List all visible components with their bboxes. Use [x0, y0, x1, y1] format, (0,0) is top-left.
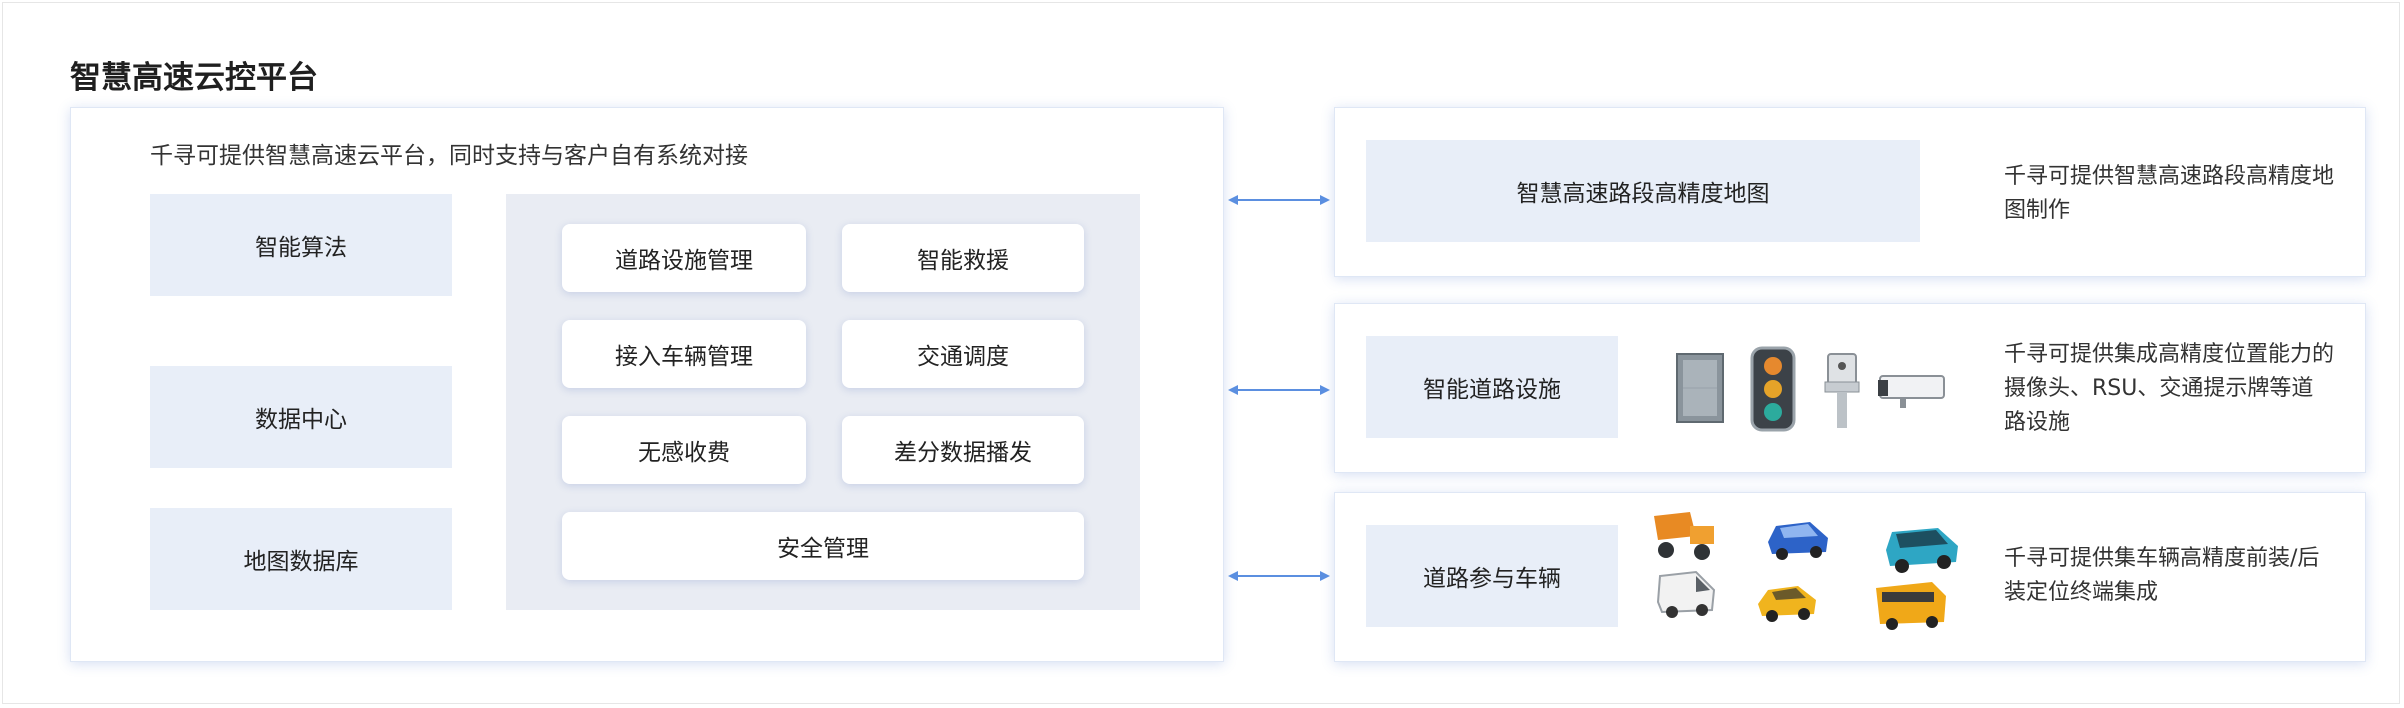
connector-arrow-vehicles	[1228, 571, 1330, 581]
road-facilities-label: 智能道路设施	[1366, 336, 1618, 438]
teal-suv-icon	[1886, 528, 1958, 573]
module-vehicle-access-management: 接入车辆管理	[562, 320, 806, 388]
rsu-device-icon	[1824, 353, 1860, 428]
blue-car-icon	[1768, 522, 1828, 560]
connector-arrow-facilities	[1228, 385, 1330, 395]
vehicles-description: 千寻可提供集车辆高精度前装/后装定位终端集成	[2004, 546, 2320, 605]
yellow-taxi-icon	[1758, 586, 1816, 622]
connector-arrow-map	[1228, 195, 1330, 205]
camera-icon	[1878, 375, 1945, 408]
dump-truck-icon	[1654, 512, 1714, 560]
module-security-management: 安全管理	[562, 512, 1084, 580]
module-seamless-toll: 无感收费	[562, 416, 806, 484]
module-smart-rescue: 智能救援	[842, 224, 1084, 292]
module-traffic-dispatch: 交通调度	[842, 320, 1084, 388]
module-road-facility-management: 道路设施管理	[562, 224, 806, 292]
vehicles-card	[1334, 492, 2366, 662]
traffic-light-icon	[1750, 346, 1796, 432]
white-van-icon	[1656, 570, 1716, 618]
diagram-title: 智慧高速云控平台	[70, 60, 318, 96]
road-facilities-description: 千寻可提供集成高精度位置能力的摄像头、RSU、交通提示牌等道路设施	[2004, 342, 2335, 435]
hd-map-description: 千寻可提供智慧高速路段高精度地图制作	[2004, 164, 2335, 223]
hd-map-label: 智慧高速路段高精度地图	[1366, 140, 1920, 242]
left-item-map-database: 地图数据库	[150, 508, 452, 610]
yellow-bus-icon	[1876, 582, 1946, 630]
vehicles-label: 道路参与车辆	[1366, 525, 1618, 627]
module-differential-data-broadcast: 差分数据播发	[842, 416, 1084, 484]
left-item-data-center: 数据中心	[150, 366, 452, 468]
left-item-algorithm: 智能算法	[150, 194, 452, 296]
display-panel-icon	[1676, 353, 1724, 423]
platform-subtitle: 千寻可提供智慧高速云平台，同时支持与客户自有系统对接	[150, 143, 748, 169]
